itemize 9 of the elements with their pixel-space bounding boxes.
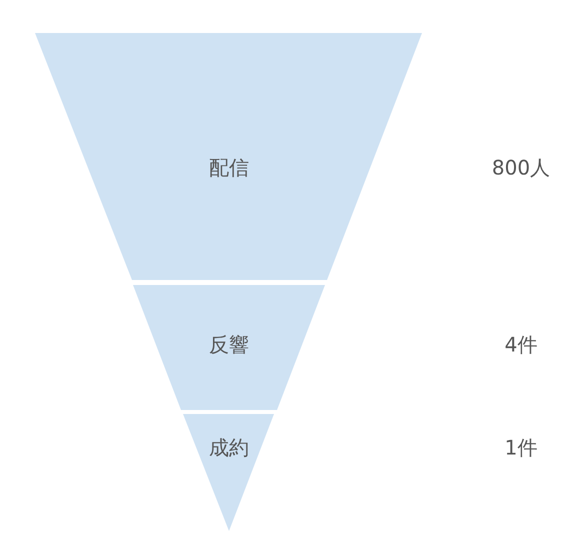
value-label: 4件 <box>504 332 538 358</box>
segment-label: 成約 <box>209 434 249 462</box>
segment-label: 反響 <box>209 332 249 358</box>
value-label: 800人 <box>492 154 550 182</box>
funnel-segment <box>133 285 325 410</box>
funnel-segment <box>183 414 274 531</box>
funnel-segment <box>35 33 422 280</box>
segment-label: 配信 <box>209 154 249 182</box>
value-label: 1件 <box>504 434 538 462</box>
